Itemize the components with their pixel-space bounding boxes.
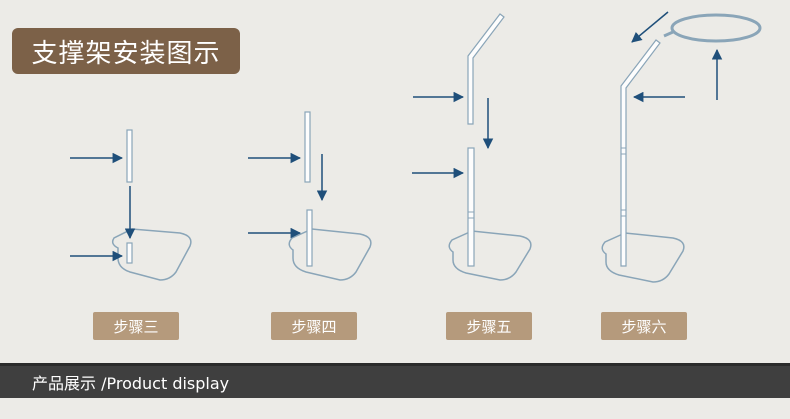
ring [670,13,762,43]
arrow [631,11,669,43]
tube-joint [620,147,627,155]
base-plate [111,228,192,281]
step-4-label: 步骤四 [271,312,357,340]
step-5-diagram [412,13,532,281]
base-plate [601,232,685,283]
tube-joint [467,211,475,219]
page-title: 支撑架安装图示 [12,28,240,74]
bent-tube [620,39,661,267]
section-title: 产品展示 /Product display [32,374,230,393]
step-6-diagram [601,11,762,283]
tube [126,129,133,183]
step-6-label: 步骤六 [601,312,687,340]
ring-tab [663,30,674,38]
tube [306,209,313,267]
installation-illustration [70,11,762,283]
step-3-diagram [70,129,192,281]
tube [126,242,133,264]
section-header: 产品展示 /Product display [0,363,790,398]
base-plate [288,228,372,281]
step-5-label: 步骤五 [446,312,532,340]
step-4-diagram [248,111,372,281]
tube-joint [620,209,627,217]
tube [304,111,311,183]
bent-tube [467,13,505,125]
tube [467,147,475,267]
base-plate [448,230,532,281]
step-3-label: 步骤三 [93,312,179,340]
